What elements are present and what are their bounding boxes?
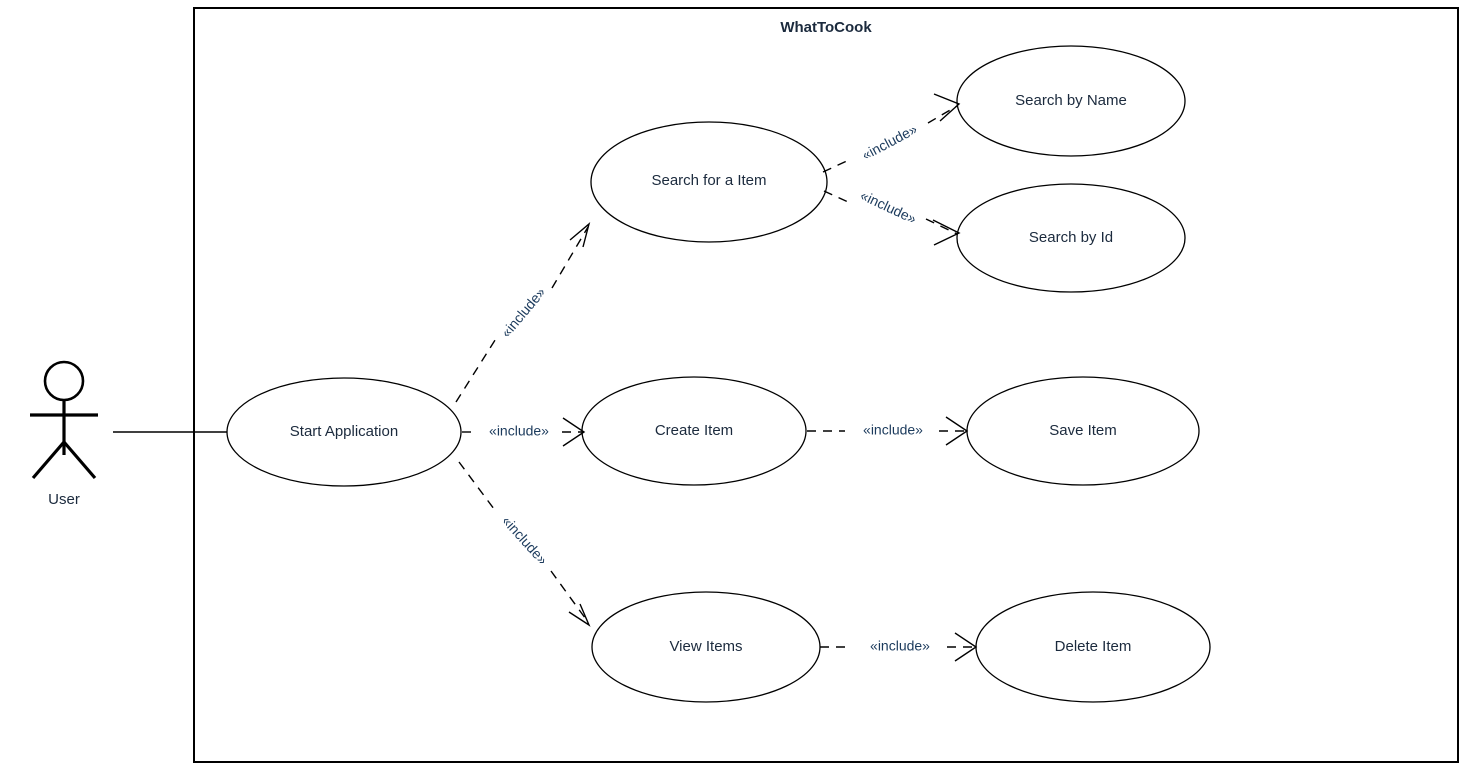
- use-case-view-items[interactable]: View Items: [591, 591, 821, 703]
- include-view-items-to-delete-item[interactable]: «include»: [820, 632, 978, 662]
- use-case-start-application[interactable]: Start Application: [226, 377, 462, 487]
- include-stereotype-label: «include»: [499, 513, 551, 568]
- use-case-label-save-item: Save Item: [1049, 422, 1117, 439]
- system-boundary-title: WhatToCook: [780, 19, 872, 36]
- use-case-search-by-name[interactable]: Search by Name: [956, 45, 1186, 157]
- include-arrowhead: [945, 416, 969, 446]
- include-start-application-to-view-items[interactable]: «include»: [458, 461, 591, 627]
- actor-right-leg-line: [62, 440, 97, 480]
- use-case-search-by-id[interactable]: Search by Id: [956, 183, 1186, 293]
- include-line-segment: [455, 336, 498, 403]
- include-arrowhead: [932, 219, 961, 246]
- include-start-application-to-search-for-a-item[interactable]: «include»: [455, 222, 591, 403]
- use-case-create-item[interactable]: Create Item: [581, 376, 807, 486]
- use-case-ellipse: [956, 45, 1186, 157]
- use-case-label-search-by-name: Search by Name: [1015, 92, 1127, 109]
- include-arrowhead: [562, 417, 586, 447]
- include-arrowhead: [954, 632, 978, 662]
- actor-left-leg-line: [31, 440, 66, 480]
- include-line-segment: [823, 190, 849, 203]
- include-line-segment: [822, 159, 850, 173]
- include-search-for-a-item-to-search-by-name[interactable]: «include»: [822, 93, 961, 173]
- include-arrowhead: [933, 93, 961, 122]
- include-create-item-to-save-item[interactable]: «include»: [807, 416, 969, 446]
- use-case-ellipse: [956, 183, 1186, 293]
- use-case-save-item[interactable]: Save Item: [966, 376, 1200, 486]
- include-line-segment: [551, 226, 589, 289]
- include-line-segment: [927, 105, 958, 124]
- use-case-ellipse: [590, 121, 828, 243]
- use-case-label-start-application: Start Application: [290, 423, 398, 440]
- include-stereotype-label: «include»: [870, 638, 930, 654]
- include-start-application-to-create-item[interactable]: «include»: [462, 417, 586, 447]
- use-case-search-for-a-item[interactable]: Search for a Item: [590, 121, 828, 243]
- use-case-label-create-item: Create Item: [655, 422, 733, 439]
- include-stereotype-label: «include»: [863, 422, 923, 438]
- include-line-segment: [458, 461, 498, 514]
- include-arrowhead: [569, 222, 591, 248]
- include-stereotype-label: «include»: [858, 187, 919, 227]
- include-arrowhead: [568, 603, 591, 627]
- use-case-label-view-items: View Items: [669, 638, 742, 655]
- system-boundary-box: [193, 7, 1459, 763]
- include-stereotype-label: «include»: [498, 284, 549, 340]
- use-case-label-search-by-id: Search by Id: [1029, 229, 1113, 246]
- include-line-segment: [925, 218, 958, 235]
- use-case-delete-item[interactable]: Delete Item: [975, 591, 1211, 703]
- use-case-label-search-for-a-item: Search for a Item: [651, 172, 766, 189]
- actor-user[interactable]: User: [30, 360, 98, 508]
- include-line-segment: [550, 570, 589, 623]
- use-case-label-delete-item: Delete Item: [1055, 638, 1132, 655]
- actor-head-icon: [43, 360, 85, 402]
- include-stereotype-label: «include»: [859, 121, 920, 163]
- use-case-ellipse: [226, 377, 462, 487]
- include-stereotype-label: «include»: [489, 423, 549, 439]
- include-search-for-a-item-to-search-by-id[interactable]: «include»: [823, 187, 961, 246]
- actor-label-user: User: [48, 491, 80, 508]
